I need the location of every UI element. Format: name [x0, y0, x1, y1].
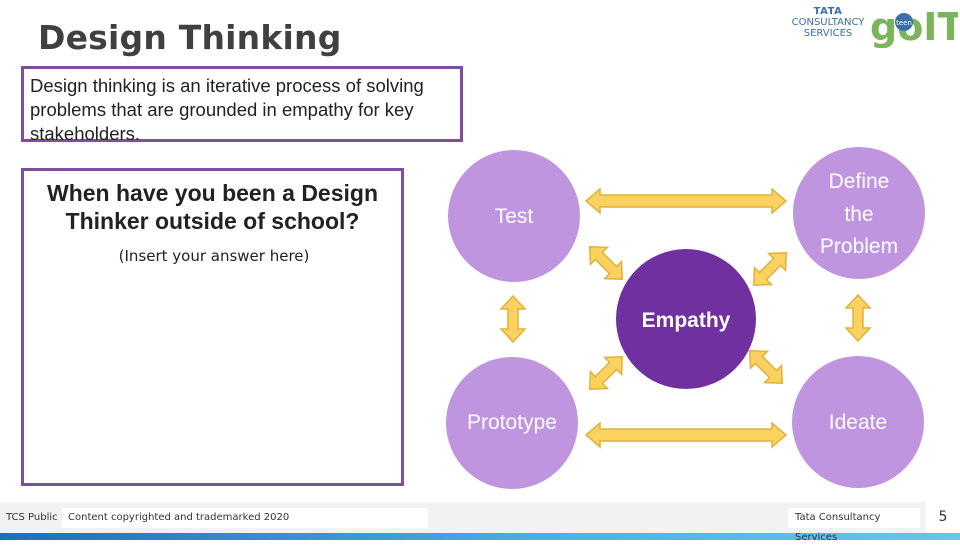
question-title: When have you been a Design Thinker outs… [46, 180, 379, 234]
ideate-circle [792, 356, 924, 488]
page-number: 5 [926, 502, 960, 533]
test-label: Test [495, 205, 534, 228]
test-empathy-arrow [580, 237, 632, 289]
prototype-circle [446, 357, 578, 489]
prototype-label: Prototype [467, 411, 557, 434]
goit-gear-icon [895, 13, 913, 31]
test-prototype-arrow [500, 295, 526, 343]
test-define-arrow [585, 188, 787, 214]
test-circle [448, 150, 580, 282]
prototype-empathy-arrow [580, 347, 632, 399]
question-box: When have you been a Design Thinker outs… [21, 168, 404, 486]
empathy-circle [616, 249, 756, 389]
define-label-line2: the [844, 203, 873, 226]
tcs-logo-line2: SERVICES [803, 28, 853, 39]
goit-teen-text: teen [896, 19, 912, 27]
define-ideate-arrow [845, 294, 871, 342]
footer-accent-bar [0, 533, 960, 540]
definition-text: Design thinking is an iterative process … [30, 75, 424, 144]
footer-copyright: Content copyrighted and trademarked 2020 [62, 508, 428, 528]
define-circle [793, 147, 925, 279]
tcs-logo-line1: CONSULTANCY [791, 17, 865, 28]
goit-logo: goIT teen [870, 5, 958, 48]
prototype-ideate-arrow [585, 422, 787, 448]
tcs-logo-brand: TATA [813, 6, 843, 17]
goit-logo-text: goIT [870, 5, 958, 48]
footer-classification: TCS Public [6, 512, 58, 523]
slide-title: Design Thinking [38, 18, 342, 57]
footer-company: Tata Consultancy Services [788, 508, 920, 543]
define-label-line1: Define [829, 170, 890, 193]
define-empathy-arrow [744, 243, 796, 295]
define-label-line3: Problem [820, 235, 898, 258]
tcs-logo: TATA CONSULTANCY SERVICES [786, 6, 870, 39]
design-thinking-diagram: Test Define the Problem Prototype Ideate… [446, 147, 925, 489]
definition-box: Design thinking is an iterative process … [21, 66, 463, 144]
ideate-label: Ideate [829, 411, 887, 434]
empathy-label: Empathy [642, 309, 731, 332]
answer-placeholder[interactable]: (Insert your answer here) [118, 247, 310, 265]
